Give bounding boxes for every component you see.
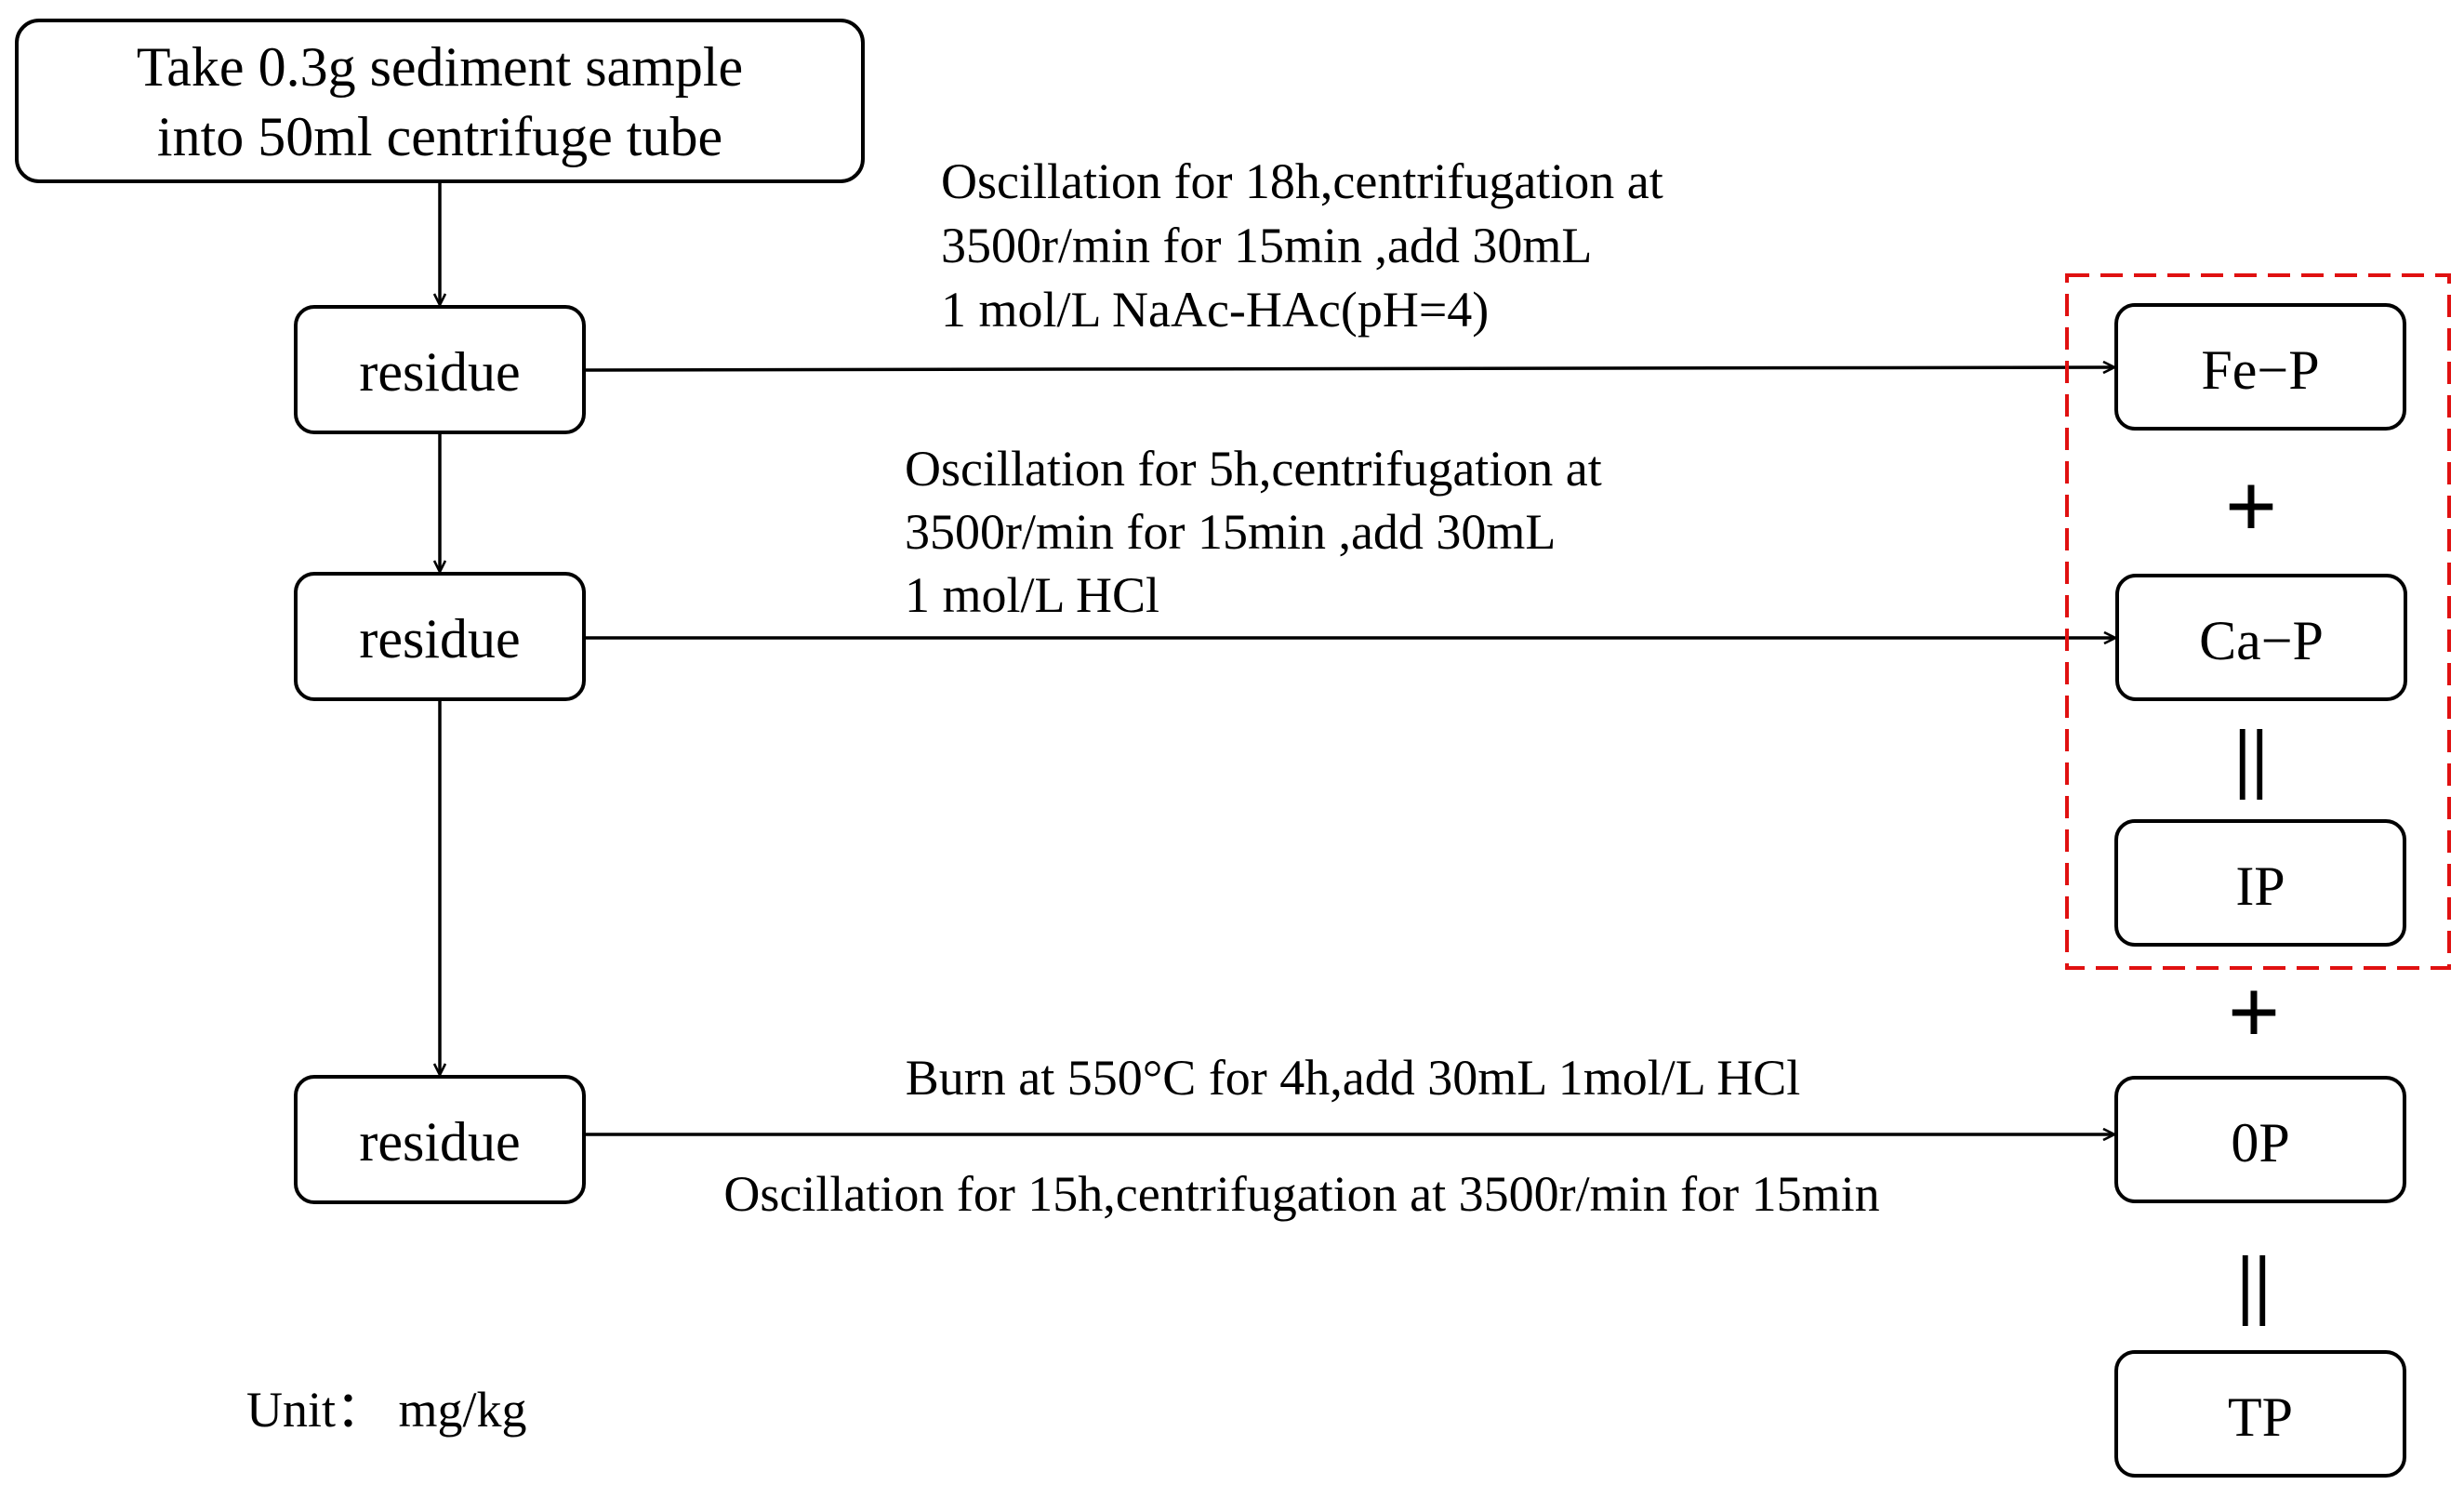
plus-operator-2: + xyxy=(2228,961,2281,1064)
step-3-below: Oscillation for 15h,centrifugation at 35… xyxy=(723,1166,1879,1222)
fe-p-label: Fe−P xyxy=(2201,339,2319,401)
tp-box xyxy=(2114,1350,2406,1478)
step-1-line1: Oscillation for 18h,centrifugation at xyxy=(941,153,1663,209)
unit-note: Unit： mg/kg xyxy=(246,1382,527,1438)
tp-label: TP xyxy=(2228,1386,2293,1448)
equals-operator-1: || xyxy=(2234,714,2269,801)
op-box xyxy=(2114,1076,2406,1203)
residue-box-2-label: residue xyxy=(359,608,520,669)
residue-box-1-label: residue xyxy=(359,341,520,403)
step-1-line3: 1 mol/L NaAc-HAc(pH=4) xyxy=(941,282,1489,338)
ip-label: IP xyxy=(2235,855,2285,917)
equals-operator-2: || xyxy=(2237,1240,2272,1327)
plus-operator-1: + xyxy=(2225,455,2278,558)
residue-box-3 xyxy=(294,1075,586,1204)
fe-p-box xyxy=(2114,303,2406,431)
step-2-line2: 3500r/min for 15min ,add 30mL xyxy=(905,504,1556,560)
start-box-line2: into 50ml centrifuge tube xyxy=(157,106,722,167)
ip-box xyxy=(2114,819,2406,947)
op-label: 0P xyxy=(2231,1112,2289,1173)
step-2-line3: 1 mol/L HCl xyxy=(905,567,1159,623)
step-2-line1: Oscillation for 5h,centrifugation at xyxy=(905,441,1602,497)
ca-p-label: Ca−P xyxy=(2199,610,2324,671)
start-box-line1: Take 0.3g sediment sample xyxy=(137,36,743,98)
step-1-line2: 3500r/min for 15min ,add 30mL xyxy=(941,218,1592,273)
ca-p-box xyxy=(2115,574,2407,701)
step-3-above: Burn at 550°C for 4h,add 30mL 1mol/L HCl xyxy=(906,1050,1801,1106)
residue-box-3-label: residue xyxy=(359,1111,520,1173)
step-1-arrow xyxy=(583,367,2113,370)
